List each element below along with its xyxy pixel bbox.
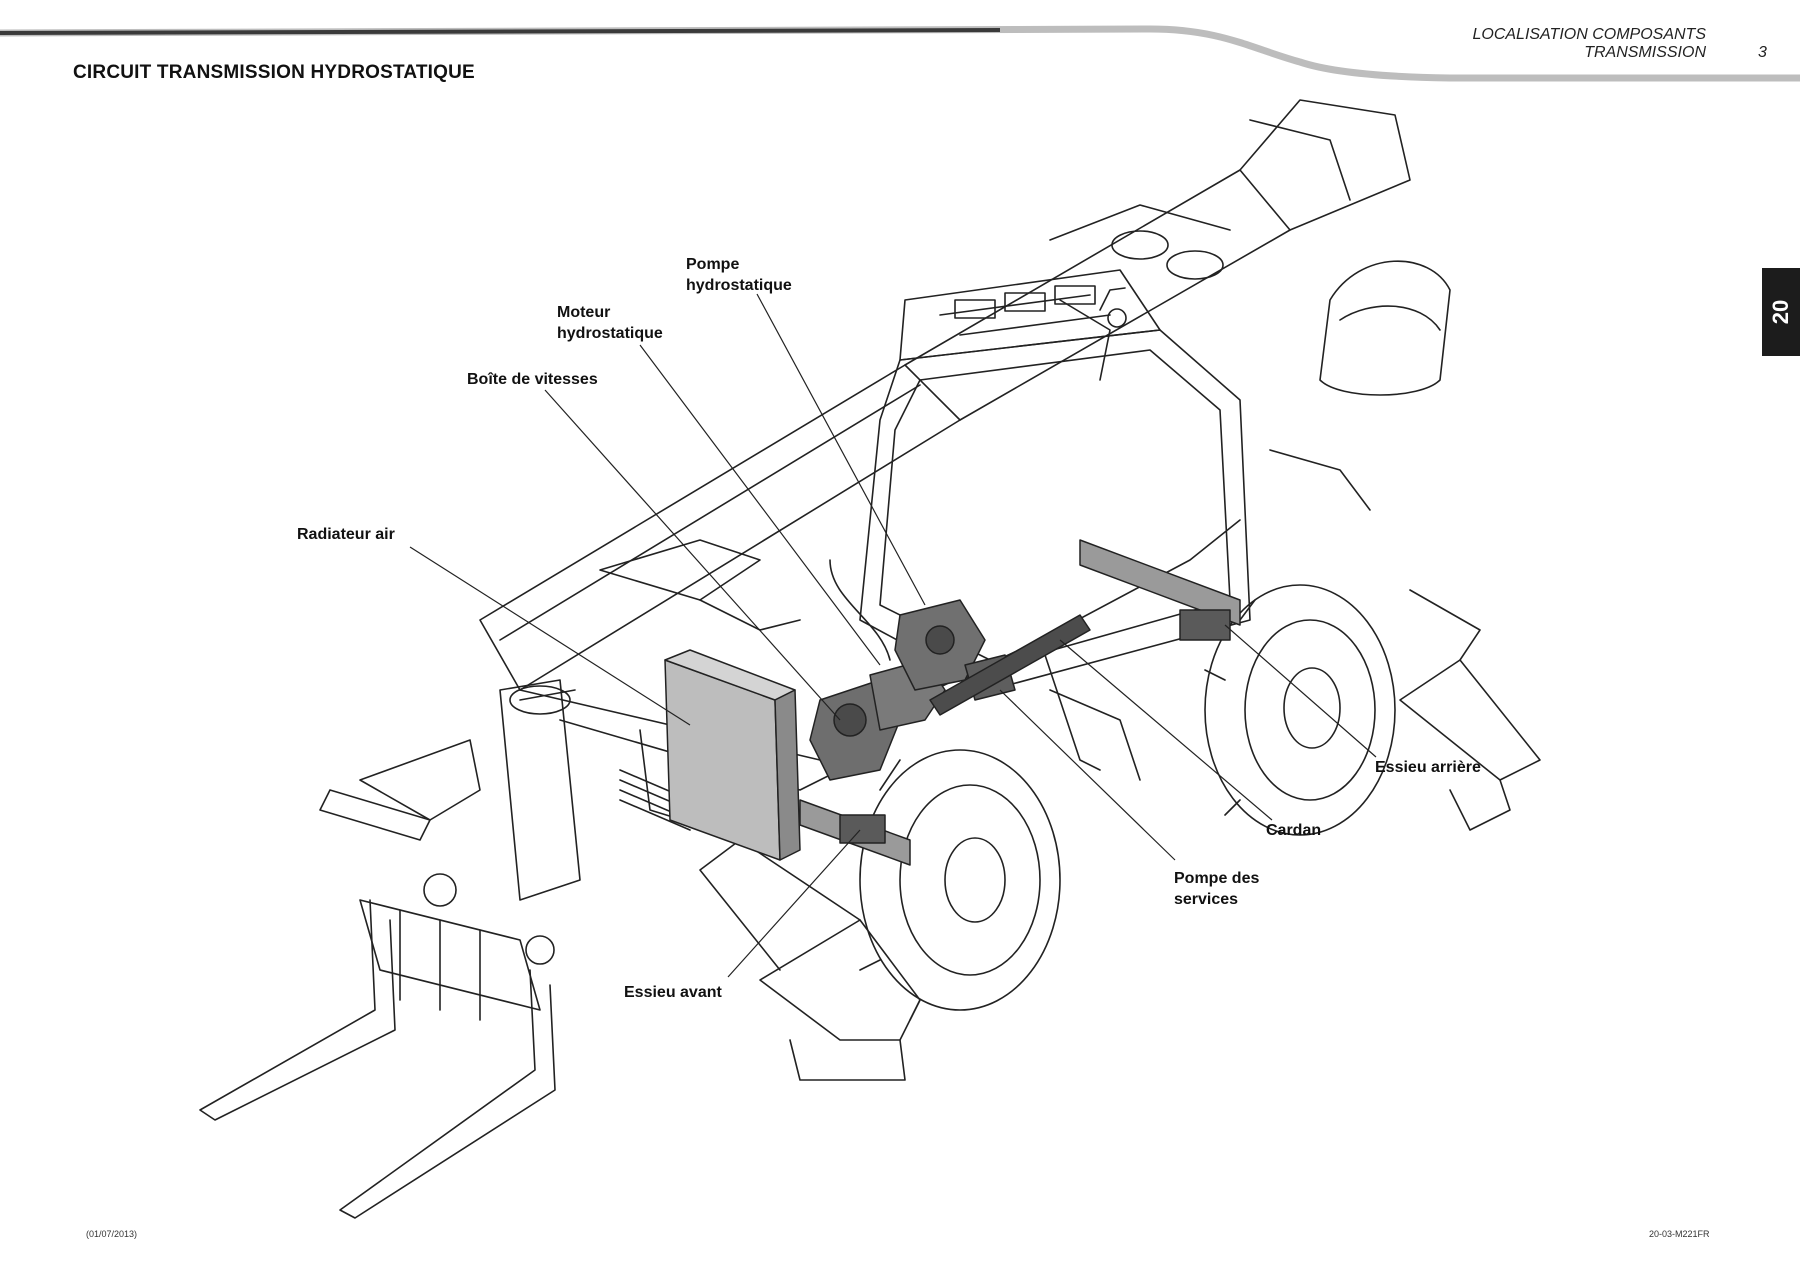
label-text: Essieu avant bbox=[624, 984, 722, 1001]
boom-structure bbox=[479, 99, 1411, 691]
section-line-1: LOCALISATION COMPOSANTS bbox=[1472, 26, 1706, 43]
label-text: Essieu arrière bbox=[1375, 759, 1481, 776]
label-essieu-arriere: Essieu arrière bbox=[1375, 757, 1481, 778]
side-vents bbox=[619, 769, 691, 831]
label-text: Radiateur air bbox=[297, 526, 395, 543]
label-text: Cardan bbox=[1266, 822, 1322, 839]
operator-cab bbox=[859, 269, 1251, 691]
transmission-components bbox=[664, 539, 1241, 866]
label-text: Pompe bbox=[686, 256, 740, 273]
rear-axle-housing bbox=[1079, 539, 1241, 626]
cardan-shaft bbox=[929, 614, 1091, 716]
label-text: Moteur bbox=[557, 304, 611, 321]
label-radiateur-air: Radiateur air bbox=[297, 524, 395, 545]
footer-date: (01/07/2013) bbox=[86, 1229, 138, 1239]
forks bbox=[199, 899, 556, 1219]
label-moteur-hydrostatique: Moteur hydrostatique bbox=[557, 302, 663, 344]
label-text: services bbox=[1174, 891, 1239, 908]
chapter-tab: 20 bbox=[1762, 268, 1800, 356]
page-title: CIRCUIT TRANSMISSION HYDROSTATIQUE bbox=[73, 62, 475, 83]
leader-radiateur-air bbox=[409, 546, 691, 726]
leader-pompe-services bbox=[999, 689, 1176, 861]
leader-boite-vitesses bbox=[544, 389, 841, 721]
label-text: hydrostatique bbox=[557, 325, 663, 342]
header-rule bbox=[0, 25, 1800, 82]
label-boite-vitesses: Boîte de vitesses bbox=[467, 369, 598, 390]
leader-pompe-hydrostatique bbox=[756, 293, 926, 606]
rear-counterweight bbox=[1319, 260, 1451, 396]
label-pompe-services: Pompe des services bbox=[1174, 868, 1259, 910]
front-carriage bbox=[359, 679, 581, 1021]
label-pompe-hydrostatique: Pompe hydrostatique bbox=[686, 254, 792, 296]
leader-lines bbox=[409, 293, 1377, 978]
section-line-2: TRANSMISSION bbox=[1584, 44, 1706, 61]
label-text: hydrostatique bbox=[686, 277, 792, 294]
label-text: Pompe des bbox=[1174, 870, 1260, 887]
footer-reference: 20-03-M221FR bbox=[1649, 1229, 1710, 1239]
stabilizers bbox=[319, 589, 1541, 1081]
leader-essieu-arriere bbox=[1224, 624, 1377, 758]
rear-wheel bbox=[1204, 584, 1396, 836]
label-essieu-avant: Essieu avant bbox=[624, 982, 722, 1003]
front-axle-diff bbox=[839, 814, 886, 844]
rear-axle-diff bbox=[1179, 609, 1231, 641]
leader-cardan bbox=[1059, 639, 1273, 821]
section-heading: LOCALISATION COMPOSANTS TRANSMISSION bbox=[1472, 26, 1706, 62]
leader-essieu-avant bbox=[727, 829, 861, 978]
front-wheel bbox=[849, 749, 1061, 1021]
label-cardan: Cardan bbox=[1266, 820, 1321, 841]
page-number: 3 bbox=[1758, 44, 1767, 61]
leader-moteur-hydrostatique bbox=[639, 344, 881, 666]
label-text: Boîte de vitesses bbox=[467, 371, 598, 388]
